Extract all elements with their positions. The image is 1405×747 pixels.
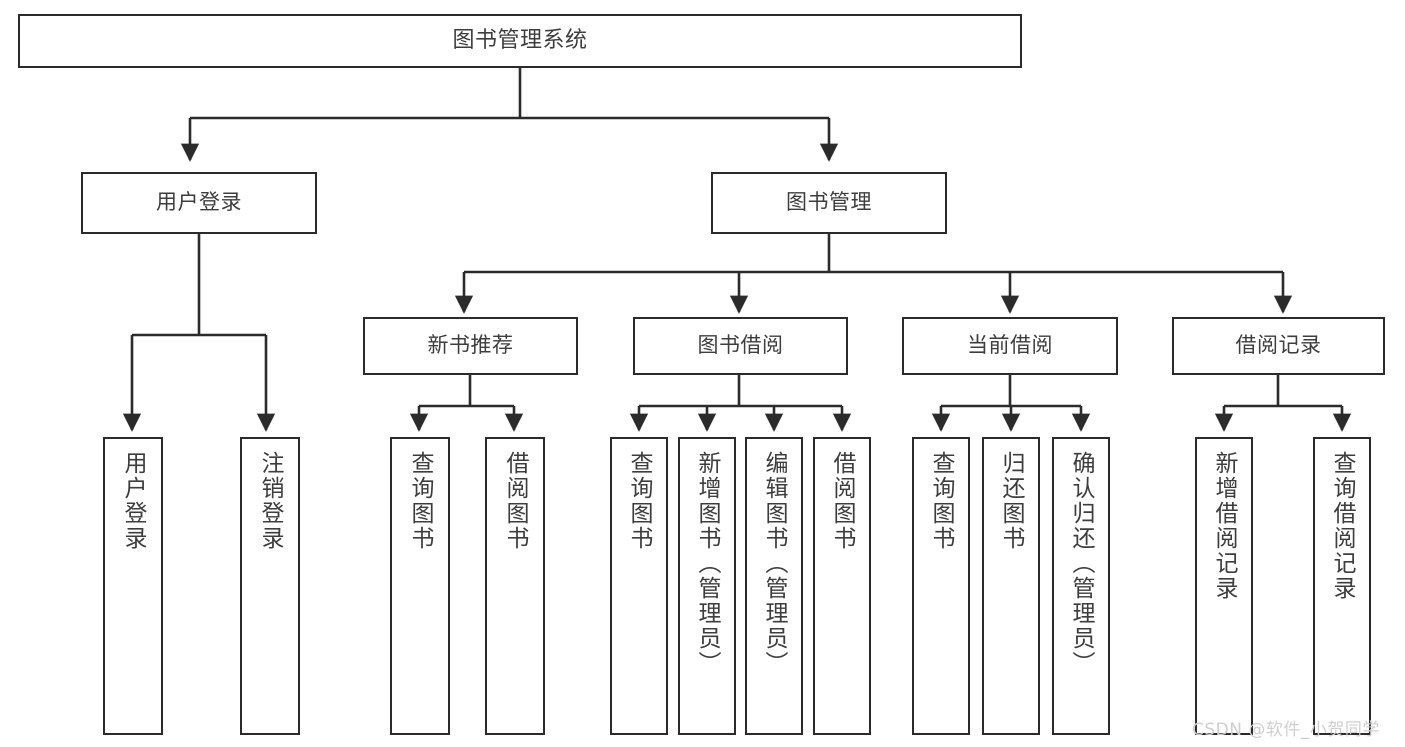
- node-leaf-confirm-return[interactable]: 确认归还（管理员）: [1052, 437, 1110, 735]
- node-label: 图书借阅: [697, 333, 784, 358]
- node-leaf-borrow-book-recommend[interactable]: 借阅图书: [485, 437, 545, 735]
- node-label: 查询图书: [928, 451, 955, 551]
- node-label: 图书管理系统: [452, 27, 588, 53]
- watermark-csdn: CSDN @软件_小贺同学: [1192, 720, 1380, 740]
- node-current-borrow[interactable]: 当前借阅: [902, 317, 1118, 375]
- node-label: 确认归还（管理员）: [1068, 451, 1095, 676]
- node-label: 用户登录: [120, 451, 147, 551]
- node-user-login[interactable]: 用户登录: [81, 172, 317, 234]
- node-label: 编辑图书（管理员）: [761, 451, 788, 676]
- node-label: 新增借阅记录: [1211, 451, 1238, 601]
- node-label: 查询图书: [626, 451, 653, 551]
- node-label: 新书推荐: [427, 333, 514, 358]
- node-label: 用户登录: [156, 190, 242, 215]
- node-leaf-user-login[interactable]: 用户登录: [103, 437, 163, 735]
- node-leaf-borrow-book[interactable]: 借阅图书: [813, 437, 871, 735]
- node-leaf-logout-login[interactable]: 注销登录: [240, 437, 300, 735]
- node-leaf-return-book[interactable]: 归还图书: [982, 437, 1040, 735]
- node-leaf-query-book-recommend[interactable]: 查询图书: [390, 437, 450, 735]
- node-label: 借阅图书: [502, 451, 529, 551]
- node-leaf-query-book-borrow[interactable]: 查询图书: [610, 437, 668, 735]
- node-leaf-add-borrow-record[interactable]: 新增借阅记录: [1195, 437, 1253, 735]
- node-leaf-add-book[interactable]: 新增图书（管理员）: [678, 437, 736, 735]
- node-label: 查询借阅记录: [1329, 451, 1356, 601]
- node-root-book-management-system[interactable]: 图书管理系统: [18, 14, 1022, 68]
- node-label: 当前借阅: [967, 333, 1053, 358]
- node-leaf-query-borrow-record[interactable]: 查询借阅记录: [1313, 437, 1371, 735]
- node-new-book-recommend[interactable]: 新书推荐: [363, 317, 578, 375]
- node-book-management[interactable]: 图书管理: [711, 172, 947, 234]
- node-label: 归还图书: [998, 451, 1025, 551]
- node-leaf-edit-book[interactable]: 编辑图书（管理员）: [745, 437, 803, 735]
- node-book-borrow[interactable]: 图书借阅: [633, 317, 848, 375]
- node-label: 新增图书（管理员）: [694, 451, 721, 676]
- node-label: 查询图书: [407, 451, 434, 551]
- node-label: 借阅图书: [829, 451, 856, 551]
- node-label: 注销登录: [257, 451, 284, 551]
- node-leaf-query-book-current[interactable]: 查询图书: [912, 437, 970, 735]
- node-label: 图书管理: [786, 190, 872, 215]
- node-label: 借阅记录: [1235, 333, 1322, 358]
- node-borrow-record[interactable]: 借阅记录: [1172, 317, 1385, 375]
